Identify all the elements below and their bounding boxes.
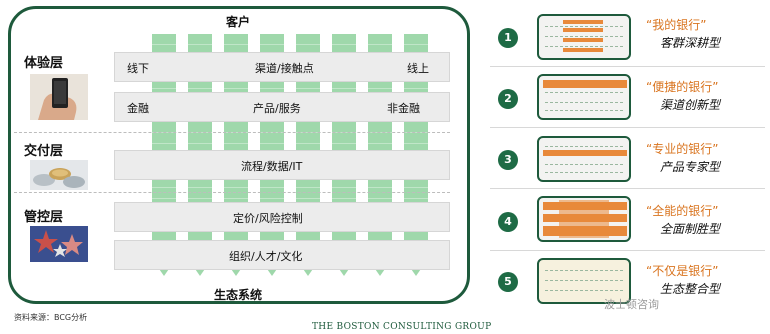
arrow-tip: [193, 266, 207, 276]
model-type: 全面制胜型: [660, 222, 721, 236]
step-number: 5: [498, 272, 518, 292]
model-thumbnail: [537, 196, 631, 242]
layer-divider: [14, 132, 450, 133]
model-thumbnail: [537, 258, 631, 304]
arrow-tip: [265, 266, 279, 276]
band-product: 金融 产品/服务 非金融: [114, 92, 450, 122]
model-type: 产品专家型: [660, 160, 721, 174]
model-thumbnail: [537, 14, 631, 60]
model-thumbnail: [537, 74, 631, 120]
arrow-tip: [301, 266, 315, 276]
band-center-text: 渠道/接触点: [255, 62, 314, 75]
step-number: 2: [498, 89, 518, 109]
model-thumbnail: [537, 136, 631, 182]
band-left-text: 金融: [127, 102, 149, 115]
arrow-tip: [409, 266, 423, 276]
coins-icon: [30, 160, 88, 190]
arrow-tip: [337, 266, 351, 276]
step-number: 4: [498, 212, 518, 232]
model-type: 渠道创新型: [660, 98, 721, 112]
layer-label-delivery: 交付层: [24, 144, 64, 159]
band-center-text: 产品/服务: [253, 102, 301, 115]
stars-icon: [30, 226, 88, 262]
band-organization: 组织/人才/文化: [114, 240, 450, 270]
bcg-logo-text: THE BOSTON CONSULTING GROUP: [312, 322, 492, 332]
step-number: 1: [498, 28, 518, 48]
arrow-tip: [373, 266, 387, 276]
layer-label-control: 管控层: [24, 210, 64, 225]
list-divider: [490, 250, 765, 251]
model-quote: “便捷的银行”: [646, 80, 719, 94]
arrow-tip: [229, 266, 243, 276]
band-left-text: 线下: [127, 62, 149, 75]
watermark: 波士顿咨询: [604, 298, 659, 311]
band-process: 流程/数据/IT: [114, 150, 450, 180]
model-type: 客群深耕型: [660, 36, 721, 50]
arrow-tip: [157, 266, 171, 276]
band-center-text: 组织/人才/文化: [229, 250, 303, 263]
band-right-text: 非金融: [387, 102, 420, 115]
list-divider: [490, 127, 765, 128]
step-number: 3: [498, 150, 518, 170]
model-quote: “我的银行”: [646, 18, 707, 32]
model-quote: “全能的银行”: [646, 204, 719, 218]
model-quote: “专业的银行”: [646, 142, 719, 156]
list-divider: [490, 188, 765, 189]
band-right-text: 线上: [407, 62, 429, 75]
model-quote: “不仅是银行”: [646, 264, 719, 278]
layer-label-experience: 体验层: [24, 56, 64, 71]
layer-divider: [14, 192, 450, 193]
band-channel: 线下 渠道/接触点 线上: [114, 52, 450, 82]
model-type: 生态整合型: [660, 282, 721, 296]
customer-label: 客户: [226, 15, 251, 29]
band-center-text: 流程/数据/IT: [241, 160, 303, 173]
ecosystem-label: 生态系统: [214, 288, 263, 302]
band-center-text: 定价/风险控制: [233, 212, 303, 225]
smartphone-hand-icon: [30, 74, 88, 120]
list-divider: [490, 66, 765, 67]
band-pricing: 定价/风险控制: [114, 202, 450, 232]
source-note: 资料来源：BCG分析: [14, 313, 88, 322]
